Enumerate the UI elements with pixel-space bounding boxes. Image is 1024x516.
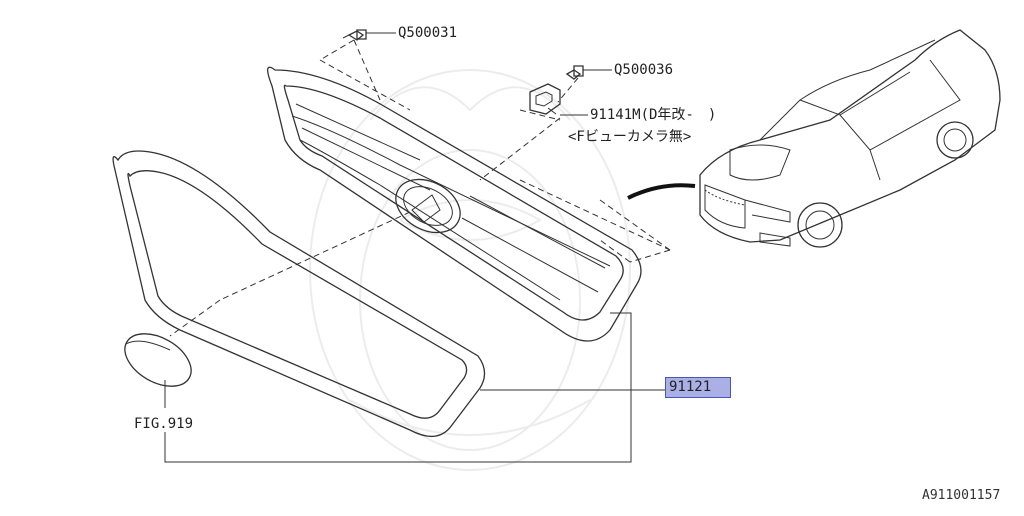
label-91141m-note: <Fビューカメラ無> [568, 129, 692, 145]
grille-upper-frame[interactable] [267, 66, 642, 342]
grille-lower-frame[interactable] [112, 150, 486, 437]
label-fig919[interactable]: FIG.919 [134, 416, 194, 432]
label-91121-highlighted[interactable]: 91121 [665, 377, 731, 398]
vehicle-illustration [699, 29, 1001, 248]
label-q500031[interactable]: Q500031 [398, 25, 458, 41]
reference-lines [164, 312, 665, 463]
pointer-arrow-icon [627, 183, 696, 200]
drawing-id: A911001157 [922, 488, 1001, 503]
alignment-dashes [169, 39, 671, 337]
label-q500036[interactable]: Q500036 [614, 62, 674, 78]
bracket-91141m-icon[interactable] [529, 83, 561, 115]
emblem-badge[interactable] [387, 169, 470, 243]
bolt-q500036-icon[interactable] [565, 65, 584, 80]
label-91141m[interactable]: 91141M(D年改- ) [590, 107, 717, 123]
bolt-q500031-icon[interactable] [342, 29, 367, 41]
cap-fig919-icon[interactable] [116, 323, 200, 397]
watermark-emblem [309, 69, 631, 471]
